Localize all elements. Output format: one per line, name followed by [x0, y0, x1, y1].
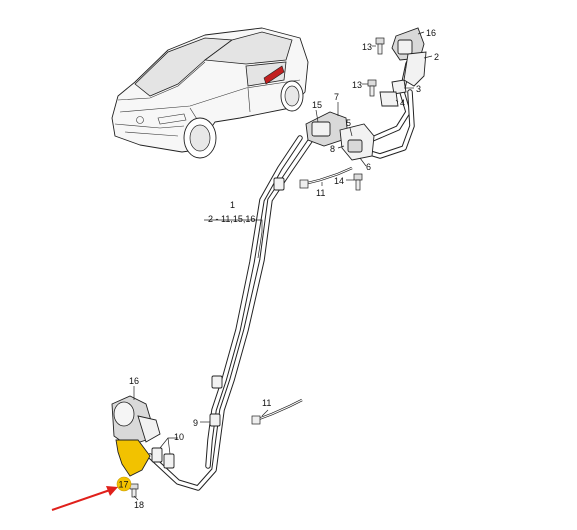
callout-13-mid: 13 [352, 80, 362, 90]
callout-7: 7 [334, 92, 339, 102]
callout-14: 14 [334, 176, 344, 186]
lower-inlet-assembly [111, 177, 303, 498]
callout-18: 18 [134, 500, 144, 510]
callout-17: 17 [119, 480, 129, 490]
callout-16-bottom: 16 [129, 376, 139, 386]
bolt-icon [367, 79, 377, 97]
upper-module-assembly [299, 27, 427, 191]
callout-8: 8 [330, 144, 335, 154]
callout-13-top: 13 [362, 42, 372, 52]
callout-6: 6 [366, 162, 371, 172]
callout-labels: 1 2 - 11,15,16 16 2 13 13 3 4 15 7 5 8 6… [116, 28, 439, 510]
leader-lines [133, 31, 433, 501]
callout-1: 1 [230, 200, 235, 210]
callout-1-subparts: 2 - 11,15,16 [208, 214, 255, 224]
bolt-icon [353, 173, 363, 191]
callout-5: 5 [346, 118, 351, 128]
callout-9: 9 [193, 418, 198, 428]
screw-icon [129, 483, 139, 498]
callout-11-top: 11 [316, 188, 325, 198]
vehicle-illustration [111, 27, 309, 159]
callout-2: 2 [434, 52, 439, 62]
bolt-icon [375, 37, 385, 55]
callout-16-top: 16 [426, 28, 436, 38]
callout-15: 15 [312, 100, 322, 110]
callout-10: 10 [174, 432, 184, 442]
callout-17-highlight [116, 476, 132, 492]
pointer-arrow-icon [51, 486, 118, 511]
callout-11-bottom: 11 [262, 398, 271, 408]
callout-3: 3 [416, 84, 421, 94]
callout-4: 4 [400, 98, 405, 108]
